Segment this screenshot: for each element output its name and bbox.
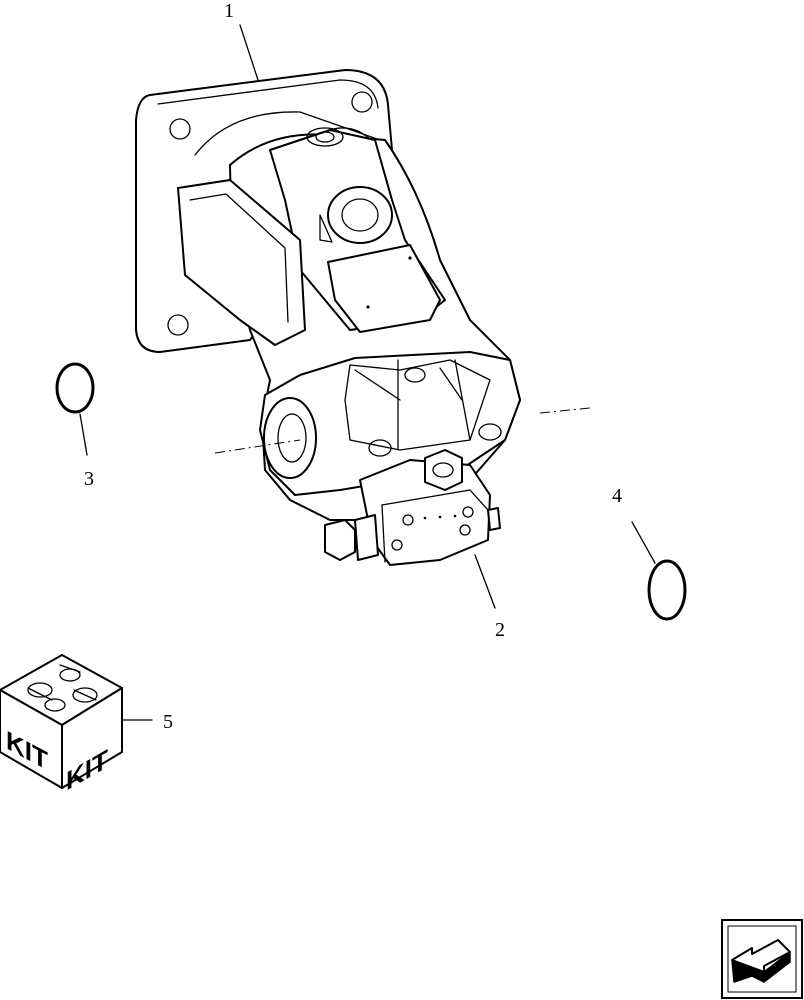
callout-1: 1 xyxy=(224,0,234,22)
o-ring-3 xyxy=(55,362,95,414)
kit-box-right xyxy=(61,687,123,789)
arrow-left-icon xyxy=(731,939,791,983)
back-nav-button[interactable] xyxy=(721,919,803,999)
leader-2 xyxy=(474,554,496,609)
o-ring-4 xyxy=(647,559,687,621)
hydraulic-motor xyxy=(135,69,591,566)
callout-4: 4 xyxy=(612,485,622,507)
leader-1 xyxy=(239,24,259,81)
callout-3: 3 xyxy=(84,468,94,490)
side-port xyxy=(263,397,317,479)
kit-box: KIT KIT xyxy=(0,654,123,796)
callout-5: 5 xyxy=(163,711,173,733)
leader-4 xyxy=(631,521,656,564)
leader-3 xyxy=(79,413,88,456)
upper-port xyxy=(327,186,393,244)
flange-bolt-hole xyxy=(169,118,191,140)
flange-bolt-hole xyxy=(167,314,189,336)
flange-bolt-hole xyxy=(351,91,373,113)
callout-2: 2 xyxy=(495,619,505,641)
